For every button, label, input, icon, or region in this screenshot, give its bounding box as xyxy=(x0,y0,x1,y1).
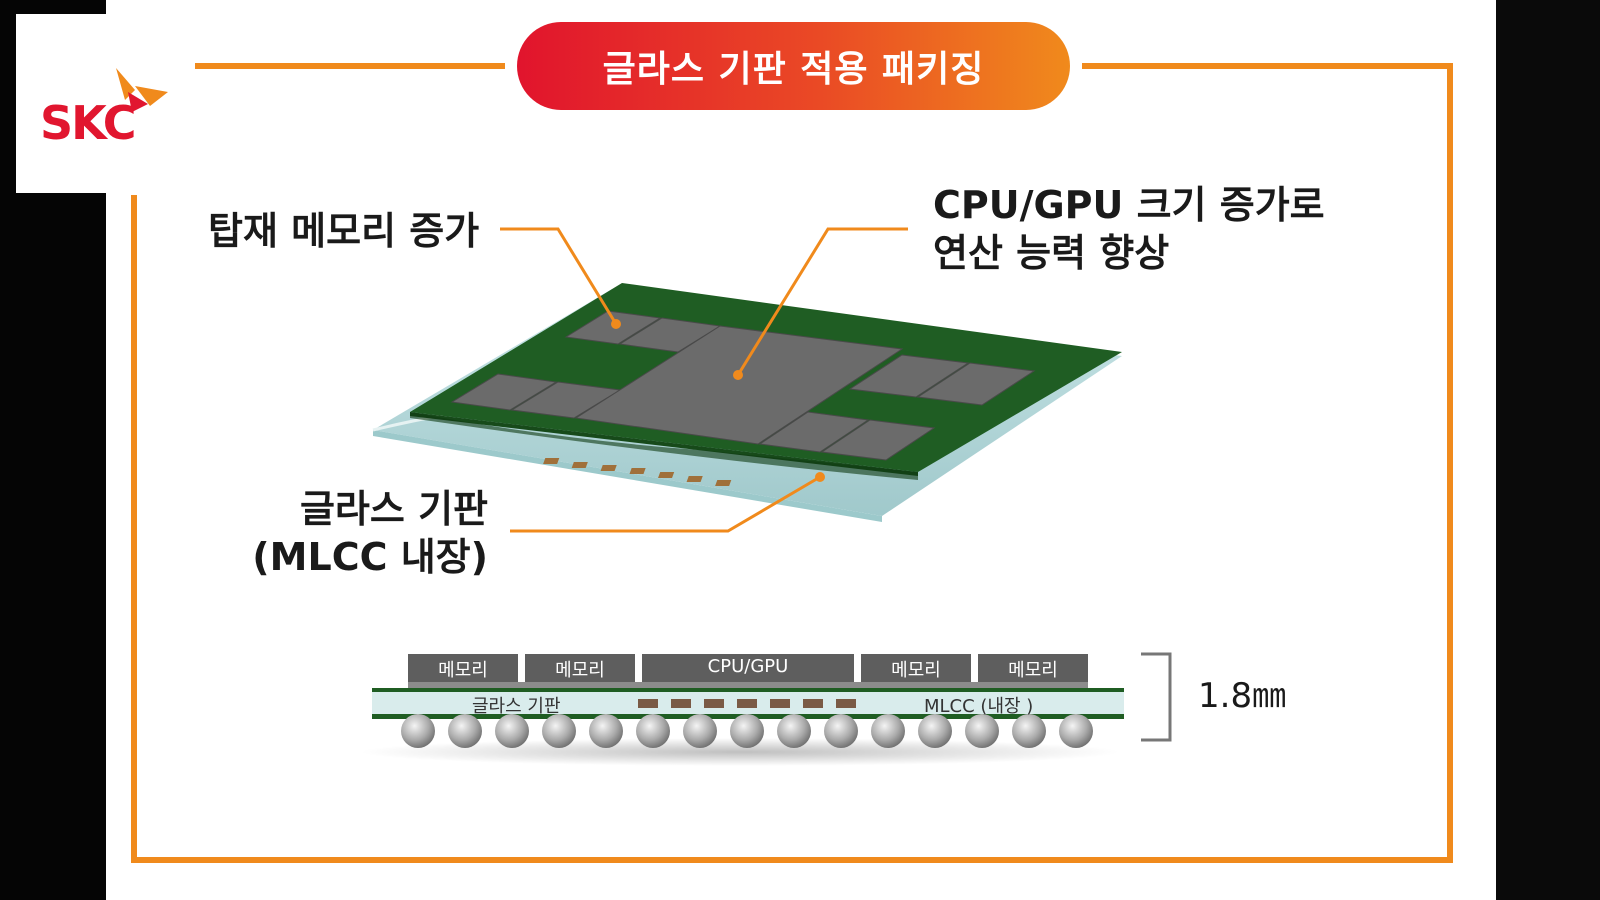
skc-logo: SKC xyxy=(40,96,136,150)
skc-butterfly-icon xyxy=(116,68,168,112)
cpu-gpu-chip xyxy=(574,325,904,445)
callout-glass-line2: (MLCC 내장) xyxy=(252,534,488,579)
callout-glass-line1: 글라스 기판 xyxy=(299,487,488,531)
callout-glass-substrate: 글라스 기판 (MLCC 내장) xyxy=(252,486,488,581)
callout-cpu-line2: 연산 능력 향상 xyxy=(933,230,1170,275)
chip-label-memory: 메모리 xyxy=(438,660,488,681)
chip-label-memory: 메모리 xyxy=(891,660,941,681)
right-black-border xyxy=(1496,0,1600,900)
title-banner: 글라스 기판 적용 패키징 xyxy=(517,22,1070,110)
thickness-label: 1.8㎜ xyxy=(1198,676,1287,716)
mlcc-label: MLCC (내장 ) xyxy=(924,696,1034,717)
callout-lines xyxy=(500,227,908,533)
memory-chip xyxy=(758,411,870,453)
callout-cpu-gpu: CPU/GPU 크기 증가로 연산 능력 향상 xyxy=(933,182,1325,277)
logo-box xyxy=(16,14,106,193)
memory-chip xyxy=(916,362,1036,406)
mlcc-pads-3d xyxy=(543,458,732,486)
memory-chip xyxy=(848,354,970,398)
cross-section xyxy=(360,652,1172,766)
memory-chip xyxy=(450,373,558,411)
substrate-label: 글라스 기판 xyxy=(472,696,561,717)
callout-cpu-line1: CPU/GPU 크기 증가로 xyxy=(933,183,1325,227)
chip-label-cpu-gpu: CPU/GPU xyxy=(707,656,789,677)
chip-label-memory: 메모리 xyxy=(555,660,605,681)
chip-label-memory: 메모리 xyxy=(1008,660,1058,681)
memory-chip xyxy=(820,419,936,461)
page-title: 글라스 기판 적용 패키징 xyxy=(602,49,985,90)
callout-memory-increase: 탑재 메모리 증가 xyxy=(208,209,480,253)
